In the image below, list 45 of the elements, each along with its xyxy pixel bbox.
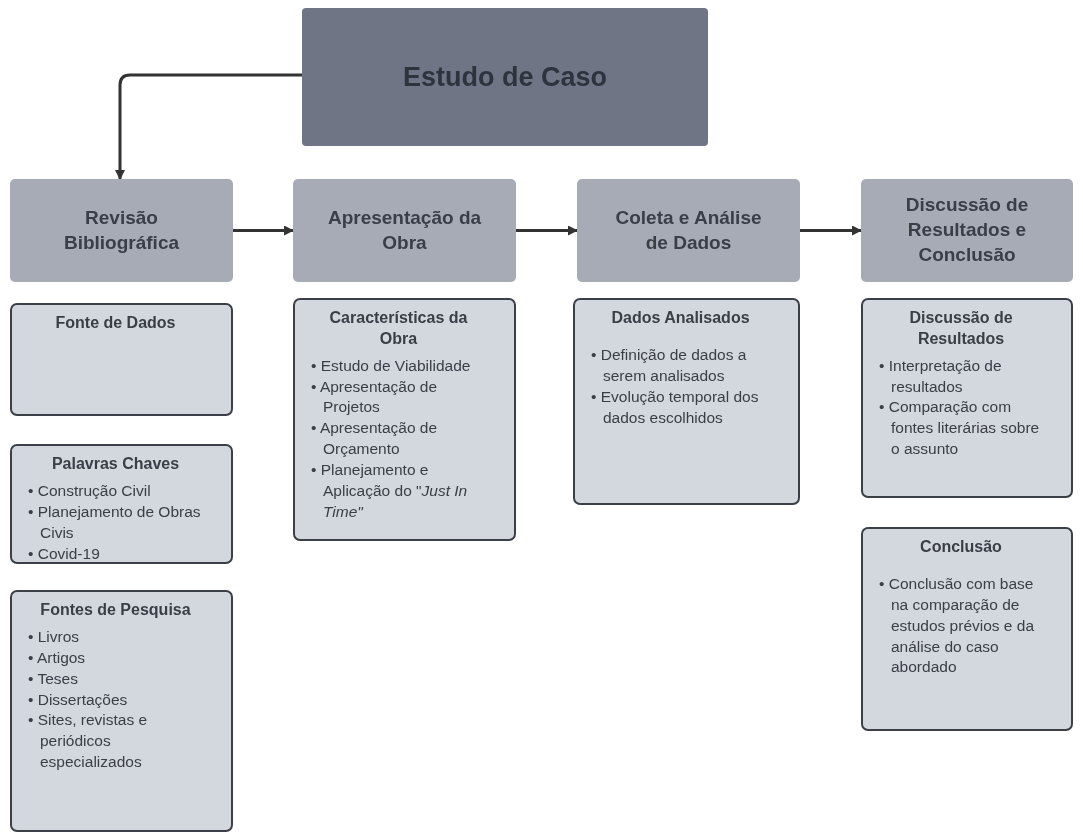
title-box (302, 8, 708, 146)
bullet-item: • Planejamento de Obras Civis (28, 501, 202, 543)
box-heading: Fonte de Dados (54, 313, 177, 333)
process-box (577, 179, 800, 282)
arrow (115, 73, 302, 180)
box-heading: Conclusão (919, 537, 1003, 557)
bullet-item: • Definição de dados a serem analisados (591, 344, 748, 386)
bullet-item: • Apresentação de Orçamento (311, 418, 439, 460)
bullet-item: • Interpretação de resultados (879, 355, 1003, 397)
bullet-item: • Construção Civil (28, 480, 152, 501)
info-card (573, 298, 800, 505)
info-card (861, 298, 1073, 498)
bullet-item: • Sites, revistas e periódicos especializados (28, 710, 149, 773)
bullet-item: • Conclusão com base na comparação de estudos prévios e da análise do caso abordado (879, 573, 1036, 678)
info-card (10, 444, 233, 564)
box-heading: Palavras Chaves (50, 454, 181, 474)
info-card (293, 298, 516, 541)
arrow (516, 225, 578, 236)
box-heading: Características da Obra (328, 308, 469, 349)
info-card (861, 527, 1073, 731)
box-heading: Dados Analisados (610, 308, 751, 328)
bullet-item: • Comparação com fontes literárias sobre o assunto (879, 397, 1041, 460)
bullet-item: • Dissertações (28, 689, 129, 710)
bullet-item: • Livros (28, 626, 81, 647)
box-heading: Apresentação da Obra (327, 205, 482, 255)
bullet-item: • Artigos (28, 647, 87, 668)
bullet-item: • Estudo de Viabilidade (311, 355, 472, 376)
box-heading: Coleta e Análise de Dados (614, 205, 763, 255)
box-heading: Discussão de Resultados e Conclusão (904, 193, 1030, 267)
box-heading: Estudo de Caso (403, 61, 607, 93)
process-box (861, 179, 1073, 282)
box-heading: Revisão Bibliográfica (62, 205, 181, 255)
bullet-item: • Planejamento e Aplicação do "Just In Time" (311, 460, 469, 523)
bullet-item: • Teses (28, 668, 79, 689)
bullet-item: • Covid-19 (28, 543, 101, 564)
arrow (233, 225, 294, 236)
info-card (10, 303, 233, 416)
process-box (10, 179, 233, 282)
bullet-item: • Evolução temporal dos dados escolhidos (591, 386, 760, 428)
bullet-item: • Apresentação de Projetos (311, 376, 439, 418)
box-heading: Discussão de Resultados (908, 308, 1014, 349)
box-heading: Fontes de Pesquisa (39, 600, 192, 620)
info-card (10, 590, 233, 832)
arrow (800, 225, 862, 236)
process-box (293, 179, 516, 282)
